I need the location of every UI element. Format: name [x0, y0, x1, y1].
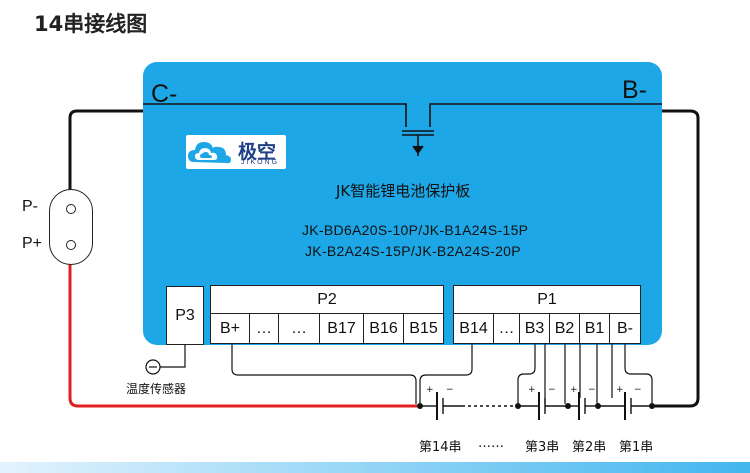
temp-sensor-label: 温度传感器 — [126, 382, 187, 396]
cell-plus-sign: + — [426, 385, 434, 395]
p1-pin: … — [493, 313, 520, 344]
connector-p2-label: P2 — [210, 285, 444, 314]
p-minus-label: P- — [22, 198, 38, 215]
cell-minus-sign: − — [634, 385, 642, 395]
series-ellipsis: …… — [478, 436, 504, 451]
series-14-label: 第14串 — [419, 440, 462, 455]
junction-dot — [649, 403, 655, 409]
p2-pin: B16 — [363, 313, 404, 344]
cell-minus-sign: − — [548, 385, 556, 395]
model-line-2: JK-B2A24S-15P/JK-B2A24S-20P — [305, 243, 521, 259]
temp-sensor-icon — [145, 345, 186, 375]
p1-pin: B2 — [549, 313, 580, 344]
p1-pin: B- — [609, 313, 641, 344]
page-title: 14串接线图 — [34, 12, 148, 36]
cell-minus-sign: − — [588, 385, 596, 395]
cell-plus-sign: + — [616, 385, 624, 395]
c-minus-wire — [68, 109, 143, 200]
p-plus-hole — [66, 240, 76, 250]
junction-dot — [595, 403, 601, 409]
logo-text: 极空 — [238, 141, 277, 163]
terminal-b-minus-label: B- — [622, 76, 647, 104]
p2-pin: … — [249, 313, 279, 344]
mosfet-symbol-icon — [143, 103, 662, 156]
p2-pin: B17 — [319, 313, 364, 344]
board-name: JK智能锂电池保护板 — [336, 182, 471, 200]
p-terminal-block — [49, 189, 93, 265]
p2-pin: … — [278, 313, 320, 344]
p2-pin: B+ — [210, 313, 250, 344]
logo-subtext: JIKONG — [241, 159, 280, 166]
series-2-label: 第2串 — [572, 440, 607, 455]
cell-plus-sign: + — [570, 385, 578, 395]
brand-logo: 极空 JIKONG — [186, 135, 286, 169]
p2-pin: B15 — [403, 313, 444, 344]
cloud-logo-icon — [188, 142, 231, 164]
p1-pin: B3 — [519, 313, 550, 344]
bottom-accent-bar — [0, 462, 750, 473]
junction-dot — [515, 403, 521, 409]
connector-p3: P3 — [166, 286, 204, 345]
junction-dot — [417, 403, 423, 409]
p-minus-hole — [66, 204, 76, 214]
series-1-label: 第1串 — [619, 440, 654, 455]
cell-minus-sign: − — [446, 385, 454, 395]
cell-plus-sign: + — [528, 385, 536, 395]
p-plus-wire — [68, 258, 420, 408]
p1-pin: B1 — [579, 313, 610, 344]
p-plus-label: P+ — [22, 235, 43, 252]
model-line-1: JK-BD6A20S-10P/JK-B1A24S-15P — [302, 222, 529, 238]
b-minus-wire — [652, 109, 700, 408]
junction-dot — [565, 403, 571, 409]
series-3-label: 第3串 — [525, 440, 560, 455]
p1-pin: B14 — [453, 313, 494, 344]
